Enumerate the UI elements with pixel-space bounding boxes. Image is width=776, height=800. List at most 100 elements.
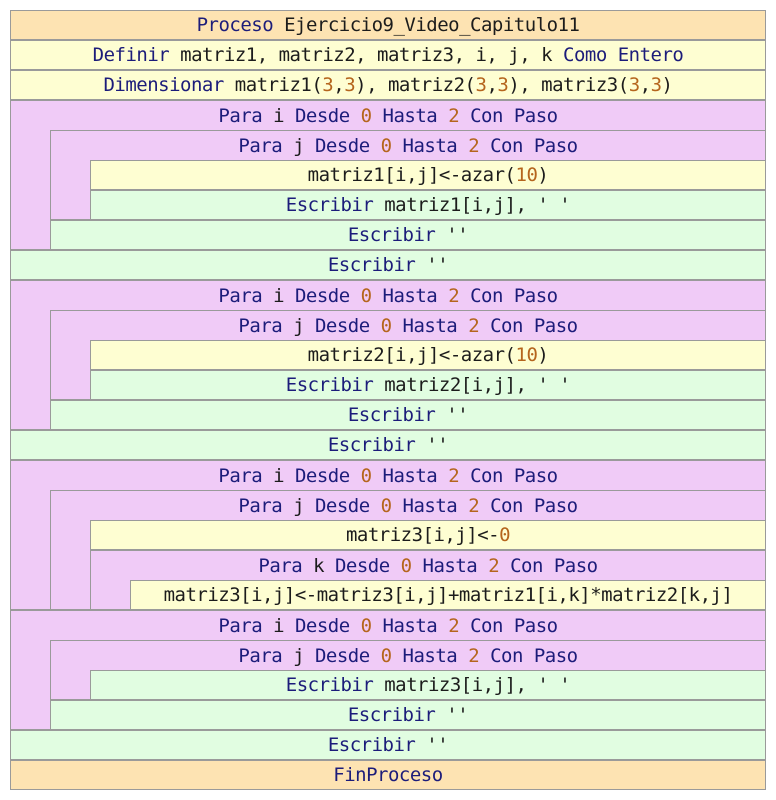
identifier-token bbox=[457, 135, 468, 157]
keyword-token: Proceso bbox=[196, 14, 274, 36]
identifier-token: j bbox=[282, 494, 315, 517]
statement-text: Para i Desde 0 Hasta 2 Con Paso bbox=[218, 464, 558, 487]
identifier-token bbox=[437, 105, 448, 127]
keyword-token: Escribir bbox=[347, 704, 436, 726]
keyword-token: Desde bbox=[294, 614, 350, 637]
identifier-token: matriz3[i,j]<- bbox=[345, 524, 500, 546]
keyword-token: Hasta bbox=[382, 464, 438, 487]
identifier-token bbox=[350, 465, 361, 487]
statement-text: Escribir matriz2[i,j], ' ' bbox=[286, 374, 571, 396]
identifier-token: i bbox=[262, 284, 295, 307]
keyword-token: Escribir bbox=[327, 434, 416, 456]
loop-j-header-1: Para j Desde 0 Hasta 2 Con Paso bbox=[50, 130, 766, 160]
identifier-token: , bbox=[639, 74, 651, 96]
definition-row: Definir matriz1, matriz2, matriz3, i, j,… bbox=[10, 40, 766, 70]
keyword-token: Hasta bbox=[382, 104, 438, 127]
number-token: 10 bbox=[515, 344, 538, 366]
loop-i-header-2: Para i Desde 0 Hasta 2 Con Paso bbox=[10, 280, 766, 310]
number-token: 2 bbox=[468, 494, 480, 517]
keyword-token: Con Paso bbox=[510, 554, 598, 577]
identifier-token bbox=[372, 285, 383, 307]
identifier-token bbox=[372, 465, 383, 487]
keyword-token: Para bbox=[218, 104, 263, 127]
keyword-token: FinProceso bbox=[333, 764, 443, 786]
write-newline-i-1: Escribir '' bbox=[10, 250, 766, 280]
statement-text: Para j Desde 0 Hasta 2 Con Paso bbox=[238, 314, 578, 337]
keyword-token: Escribir bbox=[285, 194, 374, 216]
statement-text: Escribir matriz1[i,j], ' ' bbox=[285, 194, 571, 216]
statement-text: Escribir '' bbox=[347, 224, 469, 246]
identifier-token bbox=[370, 495, 381, 517]
statement-text: Escribir '' bbox=[327, 734, 449, 756]
keyword-token: Dimensionar bbox=[103, 74, 224, 96]
keyword-token: Con Paso bbox=[470, 614, 558, 637]
statement-text: Para i Desde 0 Hasta 2 Con Paso bbox=[218, 284, 558, 307]
loop-j-header-3: Para j Desde 0 Hasta 2 Con Paso bbox=[50, 490, 766, 520]
write-newline-j-2: Escribir '' bbox=[50, 400, 766, 430]
statement-text: Para j Desde 0 Hasta 2 Con Paso bbox=[238, 644, 578, 667]
identifier-token: ) bbox=[537, 344, 549, 366]
identifier-token bbox=[372, 615, 383, 637]
identifier-token bbox=[479, 645, 490, 667]
keyword-token: Desde bbox=[314, 494, 370, 517]
statement-text: Escribir '' bbox=[327, 434, 449, 456]
identifier-token bbox=[477, 555, 488, 577]
identifier-token: ) bbox=[537, 164, 549, 186]
statement-text: matriz3[i,j]<-matriz3[i,j]+matriz1[i,k]*… bbox=[164, 584, 733, 606]
identifier-token: '' bbox=[415, 254, 449, 276]
assign-matriz3-sum: matriz3[i,j]<-matriz3[i,j]+matriz1[i,k]*… bbox=[130, 580, 766, 610]
keyword-token: Definir bbox=[92, 44, 170, 66]
keyword-token: Con Paso bbox=[490, 134, 578, 157]
identifier-token bbox=[499, 555, 510, 577]
keyword-token: Desde bbox=[314, 314, 370, 337]
identifier-token bbox=[457, 315, 468, 337]
keyword-token: Desde bbox=[294, 464, 350, 487]
statement-text: Definir matriz1, matriz2, matriz3, i, j,… bbox=[93, 44, 684, 66]
number-token: 2 bbox=[448, 614, 460, 637]
identifier-token bbox=[459, 285, 470, 307]
assign-matriz2: matriz2[i,j]<-azar(10) bbox=[90, 340, 766, 370]
keyword-token: Hasta bbox=[402, 314, 458, 337]
statement-text: Para i Desde 0 Hasta 2 Con Paso bbox=[218, 614, 558, 637]
statement-text: FinProceso bbox=[333, 764, 443, 786]
keyword-token: Escribir bbox=[327, 734, 416, 756]
identifier-token bbox=[372, 105, 383, 127]
statement-text: Escribir '' bbox=[328, 254, 449, 276]
number-token: 2 bbox=[448, 464, 460, 487]
keyword-token: Con Paso bbox=[490, 494, 578, 517]
identifier-token bbox=[350, 105, 361, 127]
identifier-token bbox=[479, 315, 490, 337]
keyword-token: Para bbox=[238, 494, 283, 517]
number-token: 3 bbox=[628, 74, 640, 96]
keyword-token: Escribir bbox=[347, 224, 436, 246]
identifier-token bbox=[392, 495, 403, 517]
write-newline-i-4: Escribir '' bbox=[10, 730, 766, 760]
loop-k-header: Para k Desde 0 Hasta 2 Con Paso bbox=[90, 550, 766, 580]
keyword-token: Con Paso bbox=[490, 314, 578, 337]
loop-i-header-4: Para i Desde 0 Hasta 2 Con Paso bbox=[10, 610, 766, 640]
identifier-token: matriz2[i,j]<-azar( bbox=[307, 344, 516, 366]
number-token: 0 bbox=[380, 644, 392, 667]
number-token: 0 bbox=[360, 464, 372, 487]
identifier-token bbox=[392, 135, 403, 157]
identifier-token bbox=[457, 495, 468, 517]
statement-text: Para j Desde 0 Hasta 2 Con Paso bbox=[238, 134, 578, 157]
keyword-token: Para bbox=[238, 314, 283, 337]
loop-j-header-2: Para j Desde 0 Hasta 2 Con Paso bbox=[50, 310, 766, 340]
write-matriz3-cell: Escribir matriz3[i,j], ' ' bbox=[90, 670, 766, 700]
statement-text: matriz3[i,j]<-0 bbox=[345, 524, 511, 546]
write-newline-j-4: Escribir '' bbox=[50, 700, 766, 730]
dimension-row: Dimensionar matriz1(3,3), matriz2(3,3), … bbox=[10, 70, 766, 100]
keyword-token: Para bbox=[218, 464, 263, 487]
keyword-token: Desde bbox=[294, 104, 350, 127]
identifier-token bbox=[350, 615, 361, 637]
keyword-token: Para bbox=[238, 134, 283, 157]
number-token: 0 bbox=[360, 104, 372, 127]
identifier-token bbox=[437, 615, 448, 637]
keyword-token: Desde bbox=[294, 284, 350, 307]
number-token: 2 bbox=[468, 644, 480, 667]
number-token: 0 bbox=[380, 134, 392, 157]
keyword-token: Para bbox=[218, 614, 263, 637]
number-token: 2 bbox=[448, 104, 460, 127]
statement-text: Escribir matriz3[i,j], ' ' bbox=[286, 674, 571, 696]
